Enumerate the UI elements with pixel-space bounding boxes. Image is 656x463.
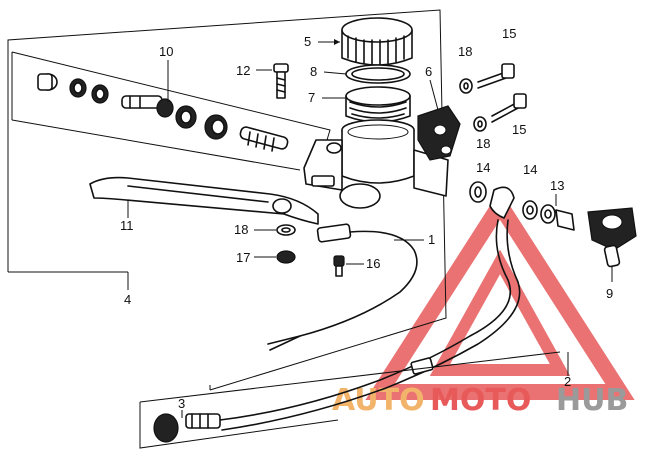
callout-10: 10 bbox=[159, 44, 173, 59]
callout-18a: 18 bbox=[458, 44, 472, 59]
diaphragm bbox=[322, 86, 411, 123]
master-cylinder-body bbox=[303, 119, 449, 209]
callout-17: 17 bbox=[236, 250, 250, 265]
watermark-logo: AUTO MOTO HUB bbox=[332, 190, 635, 418]
callout-18b: 18 bbox=[476, 136, 490, 151]
brake-switch-wire bbox=[267, 223, 424, 351]
watermark-text-hub: HUB bbox=[556, 383, 628, 418]
callout-16: 16 bbox=[366, 256, 380, 271]
callout-9: 9 bbox=[606, 286, 613, 301]
brake-hose bbox=[153, 186, 569, 443]
callout-6: 6 bbox=[425, 64, 432, 79]
callout-5: 5 bbox=[304, 34, 311, 49]
callout-13: 13 bbox=[550, 178, 564, 193]
callout-numbers: 1 2 3 4 5 6 7 8 9 10 11 12 13 14 14 15 1… bbox=[120, 26, 613, 411]
callout-14a: 14 bbox=[476, 160, 490, 175]
callout-18c: 18 bbox=[234, 222, 248, 237]
piston-kit bbox=[37, 60, 289, 152]
watermark-text-moto: MOTO bbox=[430, 383, 531, 418]
banjo-fitting bbox=[587, 207, 637, 282]
watermark-text-auto: AUTO bbox=[332, 383, 425, 418]
callout-4: 4 bbox=[124, 292, 131, 307]
reservoir-cap bbox=[318, 17, 413, 66]
callout-15b: 15 bbox=[512, 122, 526, 137]
clamp-boot bbox=[417, 79, 461, 161]
callout-12: 12 bbox=[236, 63, 250, 78]
screw-12 bbox=[256, 63, 289, 99]
callout-11: 11 bbox=[120, 218, 134, 233]
callout-1: 1 bbox=[428, 232, 435, 247]
brake-lever bbox=[89, 176, 319, 225]
watermark-triangle bbox=[365, 190, 635, 400]
small-fasteners bbox=[254, 224, 364, 277]
banjo-hardware bbox=[459, 63, 575, 231]
callout-15a: 15 bbox=[502, 26, 516, 41]
callout-14b: 14 bbox=[523, 162, 537, 177]
callout-8: 8 bbox=[310, 64, 317, 79]
callout-3: 3 bbox=[178, 396, 185, 411]
cap-plate bbox=[323, 64, 411, 84]
hose-frame bbox=[139, 351, 561, 449]
callout-2: 2 bbox=[564, 374, 571, 389]
callout-7: 7 bbox=[308, 90, 315, 105]
assembly-frame bbox=[7, 9, 447, 391]
